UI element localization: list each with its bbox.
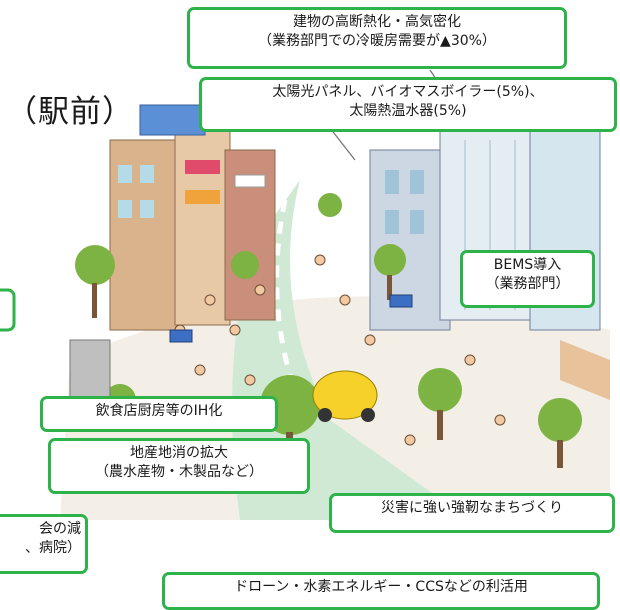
partial-left-box bbox=[0, 288, 16, 332]
station-label: （駅前） bbox=[6, 94, 134, 130]
callout-insulation-line1: 建物の高断熱化・高気密化 bbox=[293, 14, 461, 30]
solar-panels bbox=[169, 294, 413, 343]
callout-disaster: 災害に強い強靭なまちづくり bbox=[329, 493, 615, 533]
yellow-vehicle bbox=[312, 370, 378, 422]
callout-insulation-line2: （業務部門での冷暖房需要が▲30%） bbox=[258, 33, 496, 49]
callout-local-line1: 地産地消の拡大 bbox=[130, 445, 228, 461]
callout-local-line2: （農水産物・木製品など） bbox=[95, 464, 263, 480]
callout-solar: 太陽光パネル、バイオマスボイラー(5%)、 太陽熱温水器(5%) bbox=[199, 77, 617, 132]
callout-solar-line2: 太陽熱温水器(5%) bbox=[349, 103, 467, 119]
callout-partial-left: 会の減 、病院） bbox=[0, 514, 88, 574]
left-kiosk bbox=[69, 339, 111, 401]
callout-bems-line1: BEMS導入 bbox=[493, 257, 562, 273]
callout-disaster-line1: 災害に強い強靭なまちづくり bbox=[381, 500, 563, 516]
callout-bems-line2: （業務部門） bbox=[485, 276, 570, 292]
callout-local: 地産地消の拡大 （農水産物・木製品など） bbox=[48, 438, 310, 494]
callout-bems: BEMS導入 （業務部門） bbox=[460, 250, 595, 308]
pedestrians bbox=[174, 254, 506, 446]
callout-ih: 飲食店厨房等のIH化 bbox=[40, 396, 278, 432]
callout-ih-line1: 飲食店厨房等のIH化 bbox=[95, 403, 223, 419]
callout-drone: ドローン・水素エネルギー・CCSなどの利活用 bbox=[162, 572, 600, 610]
callout-partial-left-line1: 会の減 bbox=[39, 521, 81, 537]
callout-insulation: 建物の高断熱化・高気密化 （業務部門での冷暖房需要が▲30%） bbox=[187, 7, 567, 69]
callout-drone-line1: ドローン・水素エネルギー・CCSなどの利活用 bbox=[234, 579, 528, 595]
callout-solar-line1: 太陽光パネル、バイオマスボイラー(5%)、 bbox=[272, 84, 544, 100]
callout-partial-left-line2: 、病院） bbox=[25, 540, 81, 556]
left-shops bbox=[109, 104, 276, 331]
